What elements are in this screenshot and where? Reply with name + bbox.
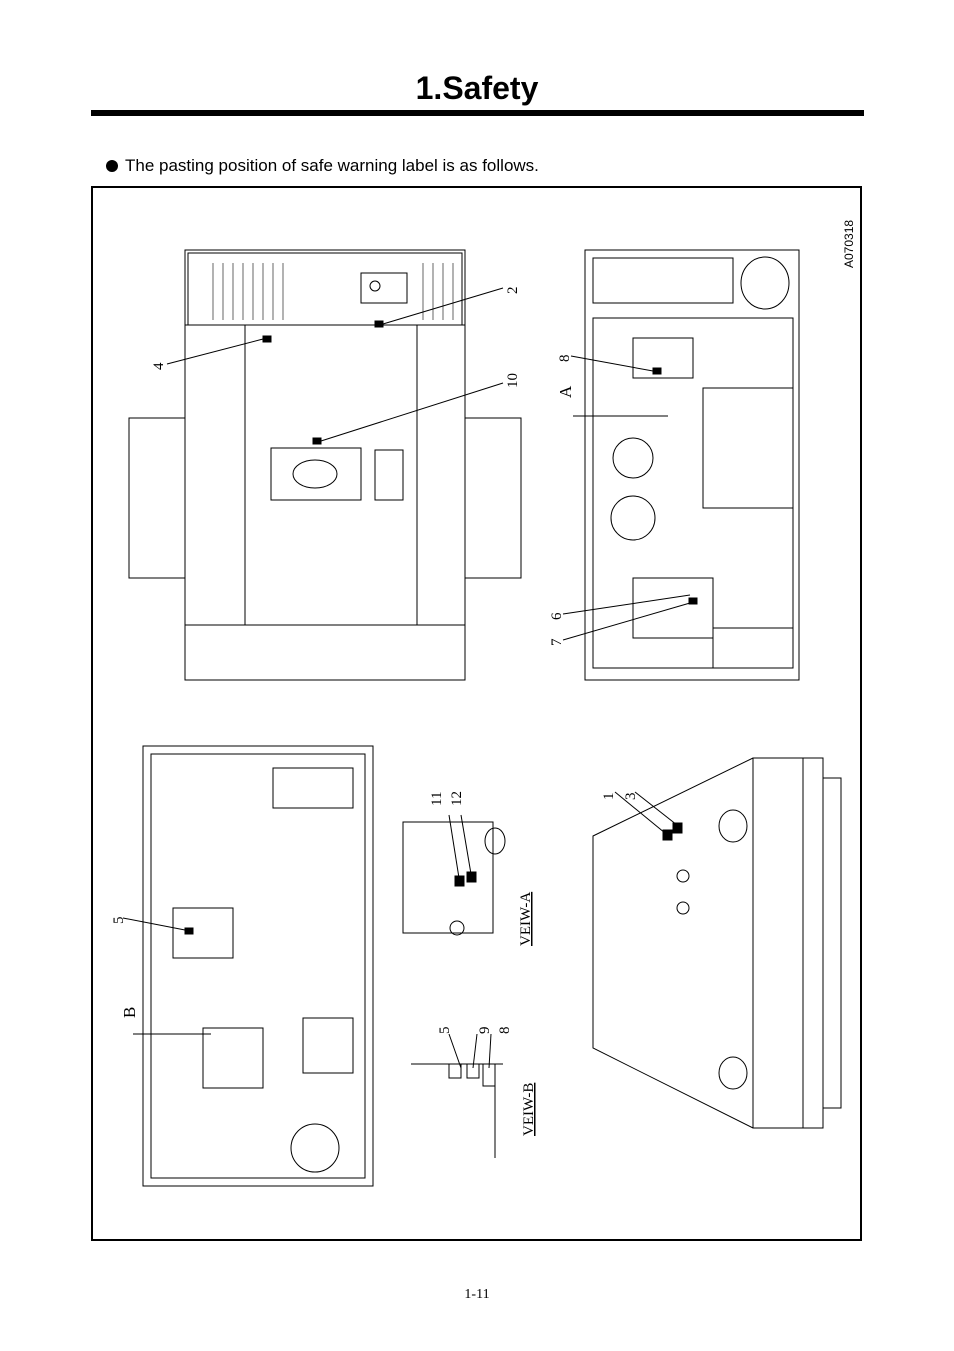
view-a-title: VEIW-A: [518, 892, 534, 946]
figure-code: A070318: [842, 220, 856, 268]
callout-8-b: 8: [497, 1027, 513, 1035]
callout-5: 5: [111, 917, 127, 925]
callout-B: B: [120, 1007, 139, 1018]
callout-3: 3: [623, 793, 639, 801]
intro-text: The pasting position of safe warning lab…: [125, 156, 539, 175]
title-rule: [91, 110, 864, 116]
side-view-interior: [562, 249, 800, 681]
intro-line: The pasting position of safe warning lab…: [106, 156, 539, 176]
callout-8-top: 8: [557, 355, 573, 363]
callout-4: 4: [151, 362, 167, 370]
side-view-interior-b: [122, 745, 374, 1187]
callout-7: 7: [549, 638, 565, 646]
callout-9: 9: [477, 1027, 493, 1035]
callout-1: 1: [601, 793, 617, 801]
view-b-detail: [411, 1033, 503, 1158]
callout-A: A: [556, 385, 575, 398]
figure-drawing: A070318: [111, 220, 856, 1187]
view-b-title: VEIW-B: [521, 1083, 537, 1136]
front-view-unit: [592, 757, 842, 1129]
label-position-figure: A070318: [91, 186, 862, 1241]
callout-11: 11: [429, 792, 445, 806]
callout-12: 12: [449, 791, 465, 806]
page-number: 1-11: [464, 1287, 490, 1302]
callout-10: 10: [505, 373, 521, 388]
top-view-unit: [128, 249, 522, 681]
bullet-icon: [106, 160, 118, 172]
callout-2: 2: [505, 287, 521, 295]
callout-6: 6: [549, 612, 565, 620]
callout-5-b: 5: [437, 1027, 453, 1035]
page-title: 1.Safety: [415, 70, 539, 106]
view-a-detail: [402, 814, 506, 936]
